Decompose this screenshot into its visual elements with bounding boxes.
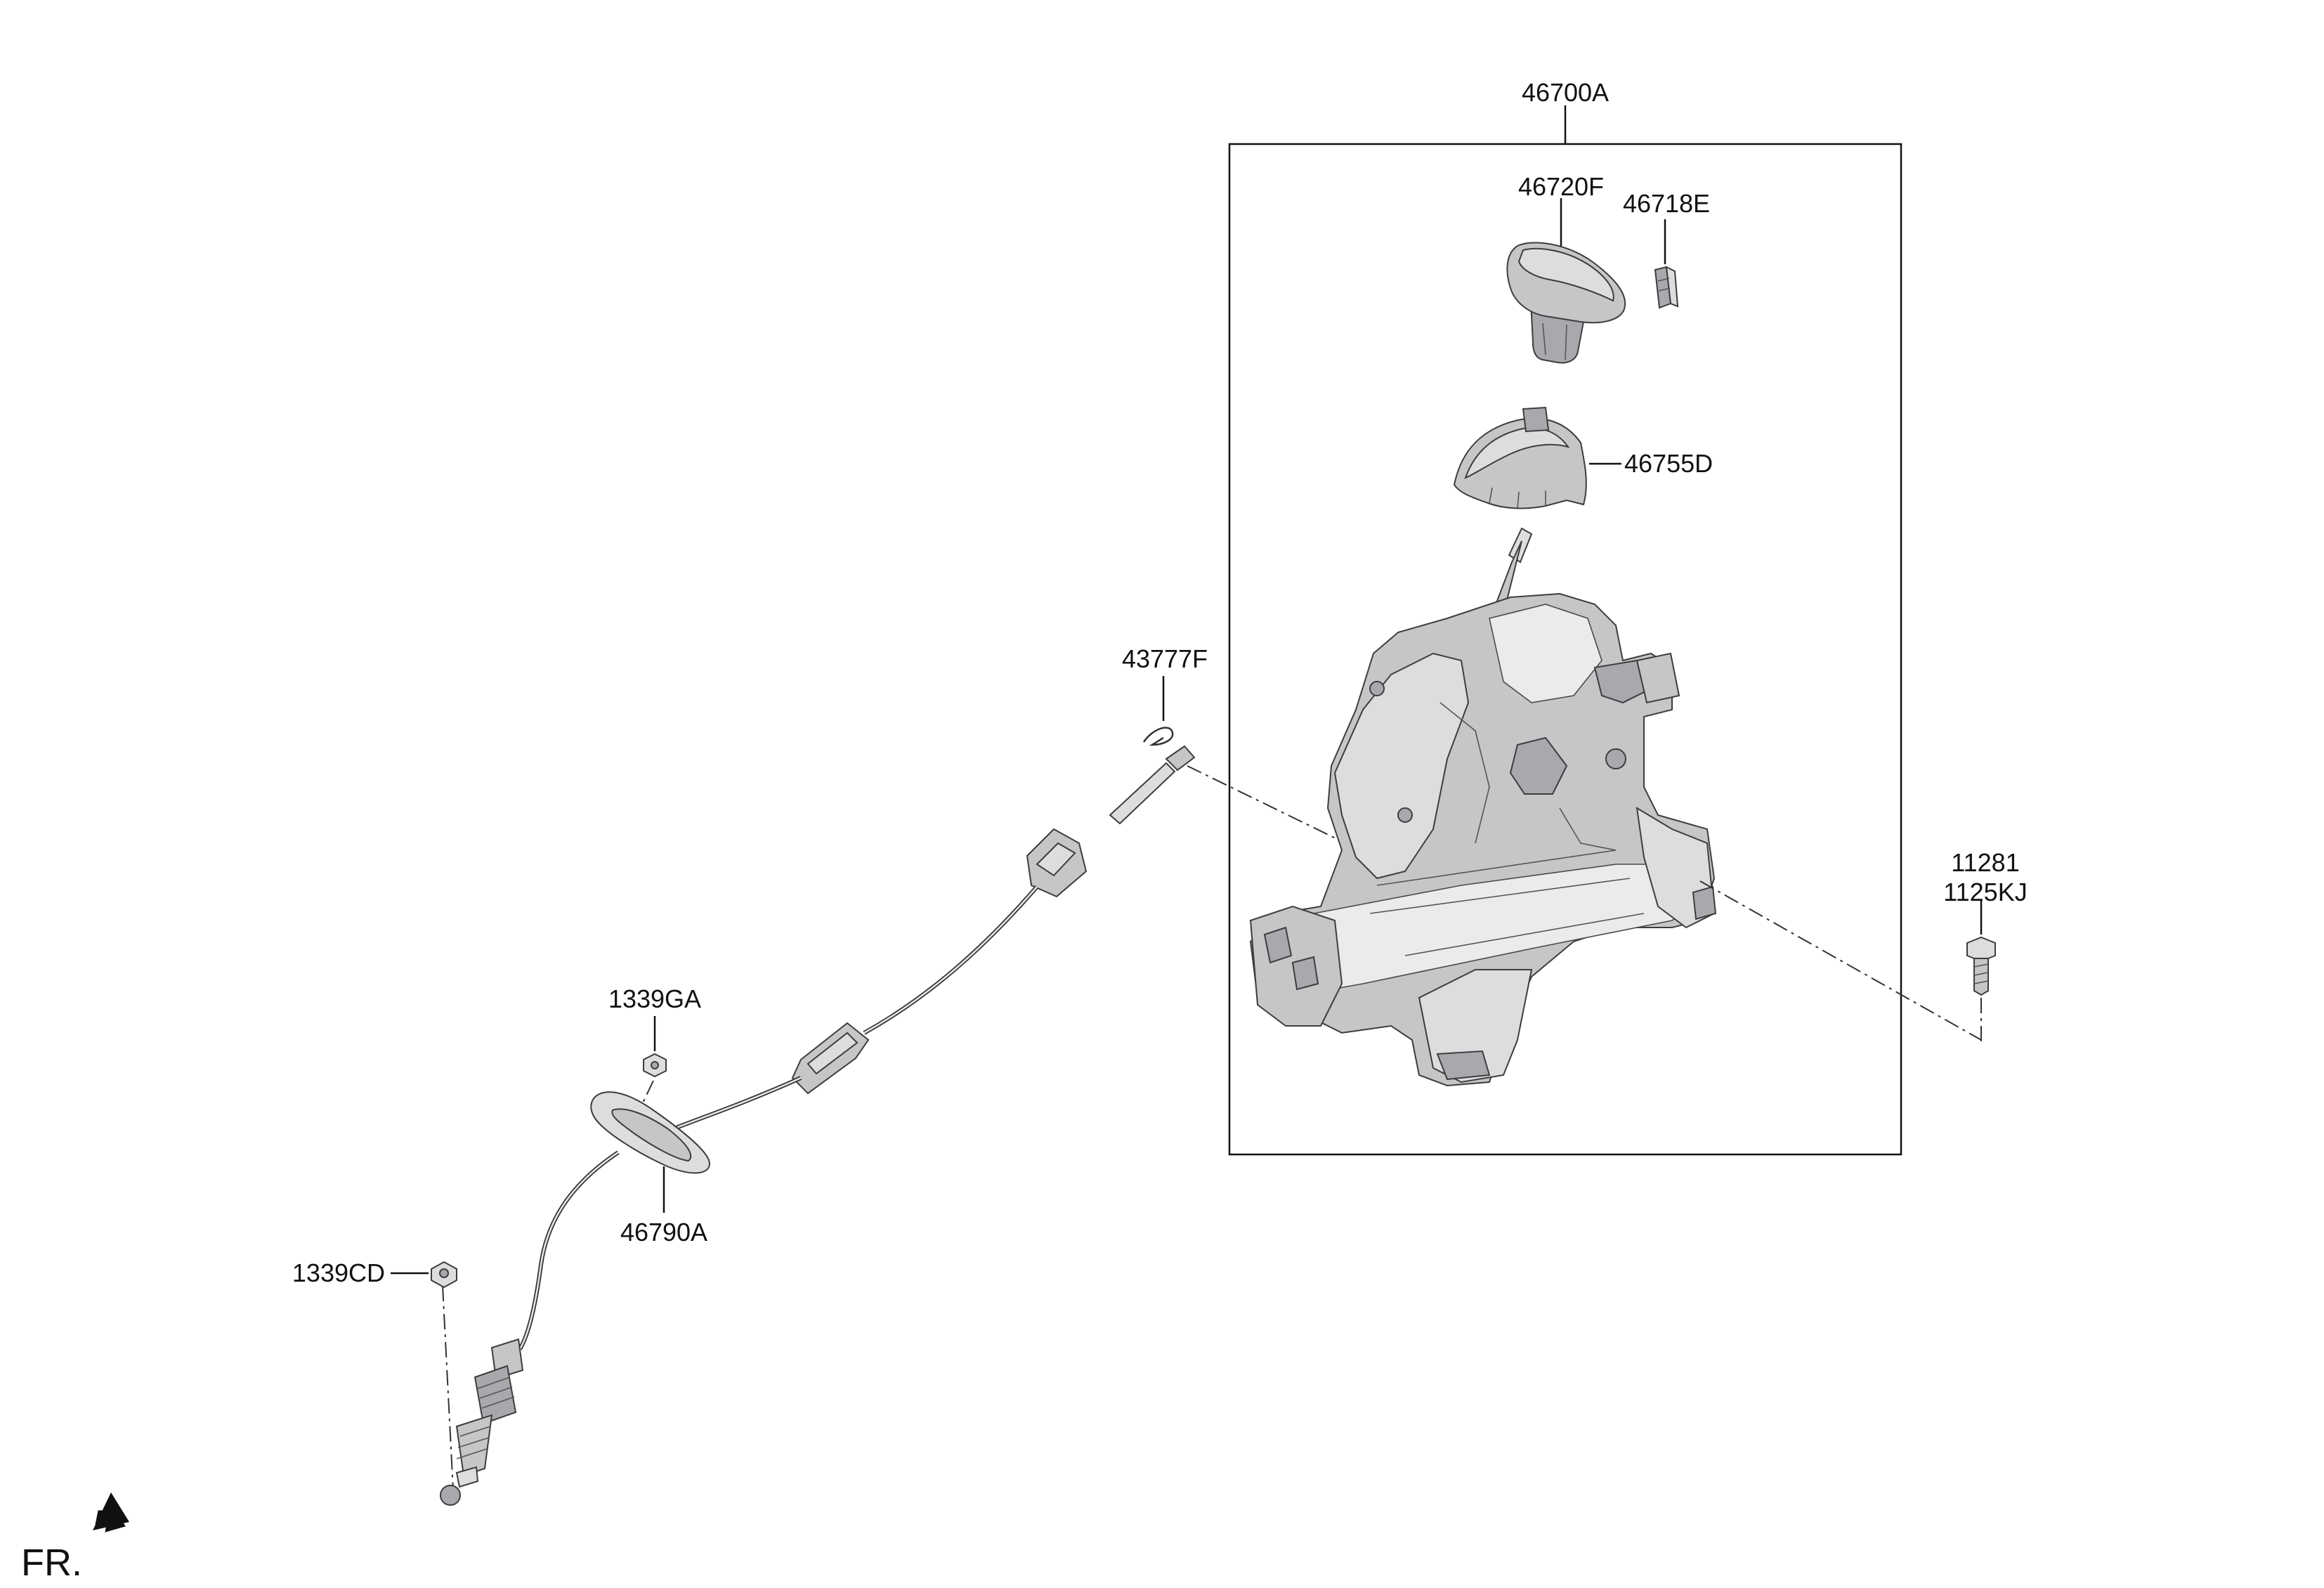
- nut-1339CD[interactable]: [431, 1261, 457, 1289]
- label-11281[interactable]: 11281: [1951, 848, 2019, 877]
- label-1339GA[interactable]: 1339GA: [608, 984, 701, 1013]
- guide-line-bolt: [1699, 880, 1982, 1041]
- label-1125KJ[interactable]: 1125KJ: [1943, 878, 2027, 906]
- guide-line-1339CD: [442, 1285, 454, 1490]
- label-46718E[interactable]: 46718E: [1623, 189, 1710, 218]
- nut-1339GA[interactable]: [643, 1053, 667, 1078]
- guide-line-cable: [1187, 765, 1339, 840]
- guide-line-1339GA: [639, 1080, 654, 1111]
- shift-cable[interactable]: [440, 745, 1196, 1506]
- front-direction-indicator: FR.: [21, 1492, 129, 1584]
- shift-button[interactable]: [1654, 266, 1679, 309]
- label-46720F[interactable]: 46720F: [1518, 172, 1604, 201]
- retaining-clip[interactable]: [1142, 727, 1174, 746]
- label-43777F[interactable]: 43777F: [1122, 644, 1208, 673]
- shift-cover[interactable]: [1453, 406, 1587, 509]
- front-label: FR.: [21, 1542, 82, 1584]
- shift-lever-assembly[interactable]: [1249, 527, 1717, 1087]
- shift-knob[interactable]: [1506, 242, 1626, 364]
- label-46755D[interactable]: 46755D: [1624, 449, 1713, 478]
- label-46700A[interactable]: 46700A: [1522, 78, 1609, 107]
- front-arrow-head: [93, 1492, 129, 1530]
- label-1339CD[interactable]: 1339CD: [292, 1258, 385, 1287]
- bolt-11281[interactable]: [1966, 936, 1996, 996]
- label-46790A[interactable]: 46790A: [620, 1218, 707, 1247]
